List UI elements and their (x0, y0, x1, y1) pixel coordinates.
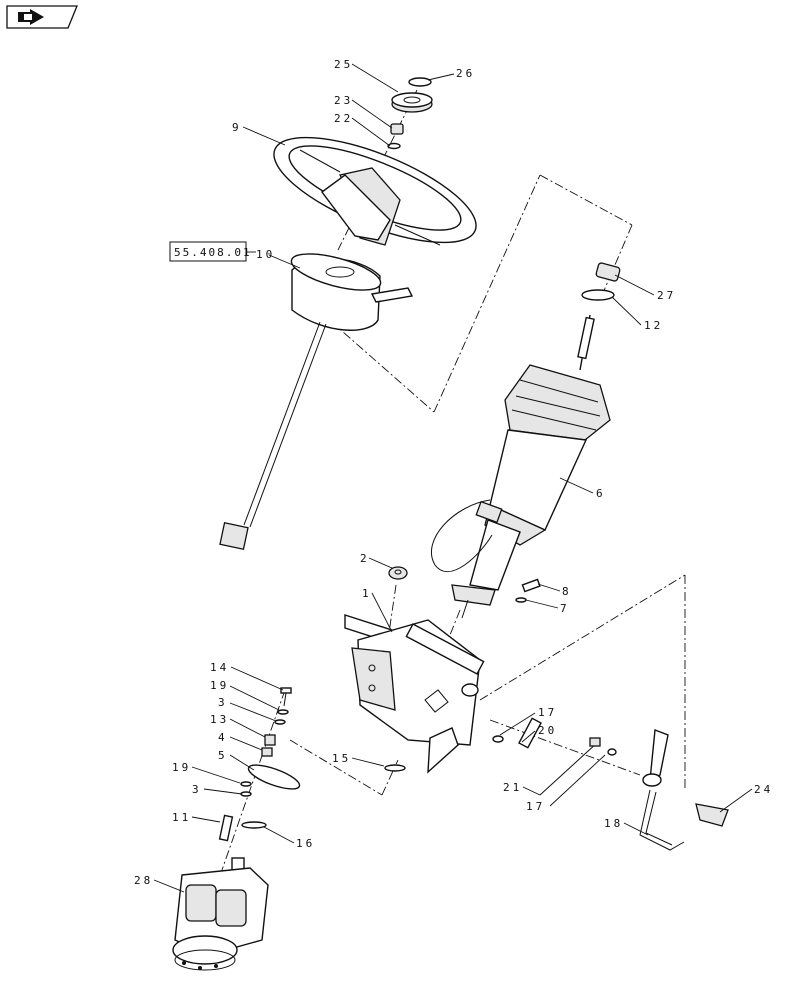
callout-label: 25 (334, 58, 353, 71)
part-14-bolt (280, 687, 292, 707)
callout-label: 1 (362, 587, 372, 600)
part-19-washer-a (277, 709, 289, 715)
part-8-bolt (521, 578, 541, 593)
part-26-oring (408, 77, 432, 87)
part-1-bracket (344, 614, 485, 774)
callout-label: 13 (210, 713, 229, 726)
callout-label: 8 (562, 585, 572, 598)
callout-label: 27 (657, 289, 676, 302)
callout-label: 3 (192, 783, 202, 796)
part-3-washer-a (274, 719, 286, 725)
callout-label: 19 (172, 761, 191, 774)
part-17-washer-b (607, 748, 617, 756)
part-2-bushing (388, 566, 408, 580)
callout-label: 16 (296, 837, 315, 850)
reference-box[interactable]: 55.408.01 (169, 241, 256, 262)
part-24-pedal-pad (695, 803, 729, 827)
callout-label: 3 (218, 696, 228, 709)
nav-back-button[interactable] (6, 5, 78, 29)
callout-label: 17 (526, 800, 545, 813)
part-28-steering-valve (172, 857, 269, 971)
part-17-washer-a (492, 735, 504, 743)
callout-label: 23 (334, 94, 353, 107)
part-5-plate (247, 764, 301, 790)
part-9-steering-wheel (273, 136, 477, 246)
part-12-washer (581, 289, 615, 301)
part-27-nut (595, 262, 621, 282)
callout-label: 26 (456, 67, 475, 80)
callout-label: 17 (538, 706, 557, 719)
part-19-washer-b (240, 781, 252, 787)
callout-label: 24 (754, 783, 773, 796)
callout-label: 10 (256, 248, 275, 261)
leader-lines (153, 63, 753, 893)
callout-label: 11 (172, 811, 191, 824)
part-11-bolt (218, 814, 234, 842)
part-23-nut (390, 123, 404, 135)
part-15-washer (384, 764, 406, 772)
callout-label: 4 (218, 731, 228, 744)
callout-label: 20 (538, 724, 557, 737)
part-7-washer (515, 597, 527, 603)
callout-label: 19 (210, 679, 229, 692)
callout-label: 7 (560, 602, 570, 615)
part-22-washer (387, 142, 401, 150)
callout-label: 18 (604, 817, 623, 830)
callout-label: 21 (503, 781, 522, 794)
callout-label: 5 (218, 749, 228, 762)
callout-label: 22 (334, 112, 353, 125)
callout-labels: 25 26 23 22 9 10 27 12 6 2 8 7 1 14 19 3… (134, 58, 773, 887)
callout-label: 28 (134, 874, 153, 887)
reference-box-label: 55.408.01 (174, 246, 252, 259)
part-25-cap (391, 92, 433, 113)
back-arrow-icon (18, 9, 44, 25)
part-13-spacer (264, 734, 276, 746)
part-21-linkage (539, 737, 601, 796)
part-4-spacer (261, 747, 273, 757)
callout-label: 12 (644, 319, 663, 332)
part-10-shroud (219, 253, 414, 551)
callout-label: 2 (360, 552, 370, 565)
callout-label: 9 (232, 121, 242, 134)
part-18-pedal-arm (639, 729, 685, 851)
part-16-washer (241, 821, 267, 829)
callout-label: 15 (332, 752, 351, 765)
part-3-washer-b (240, 791, 252, 797)
part-6-steering-column (430, 314, 611, 619)
callout-label: 6 (596, 487, 606, 500)
callout-label: 14 (210, 661, 229, 674)
